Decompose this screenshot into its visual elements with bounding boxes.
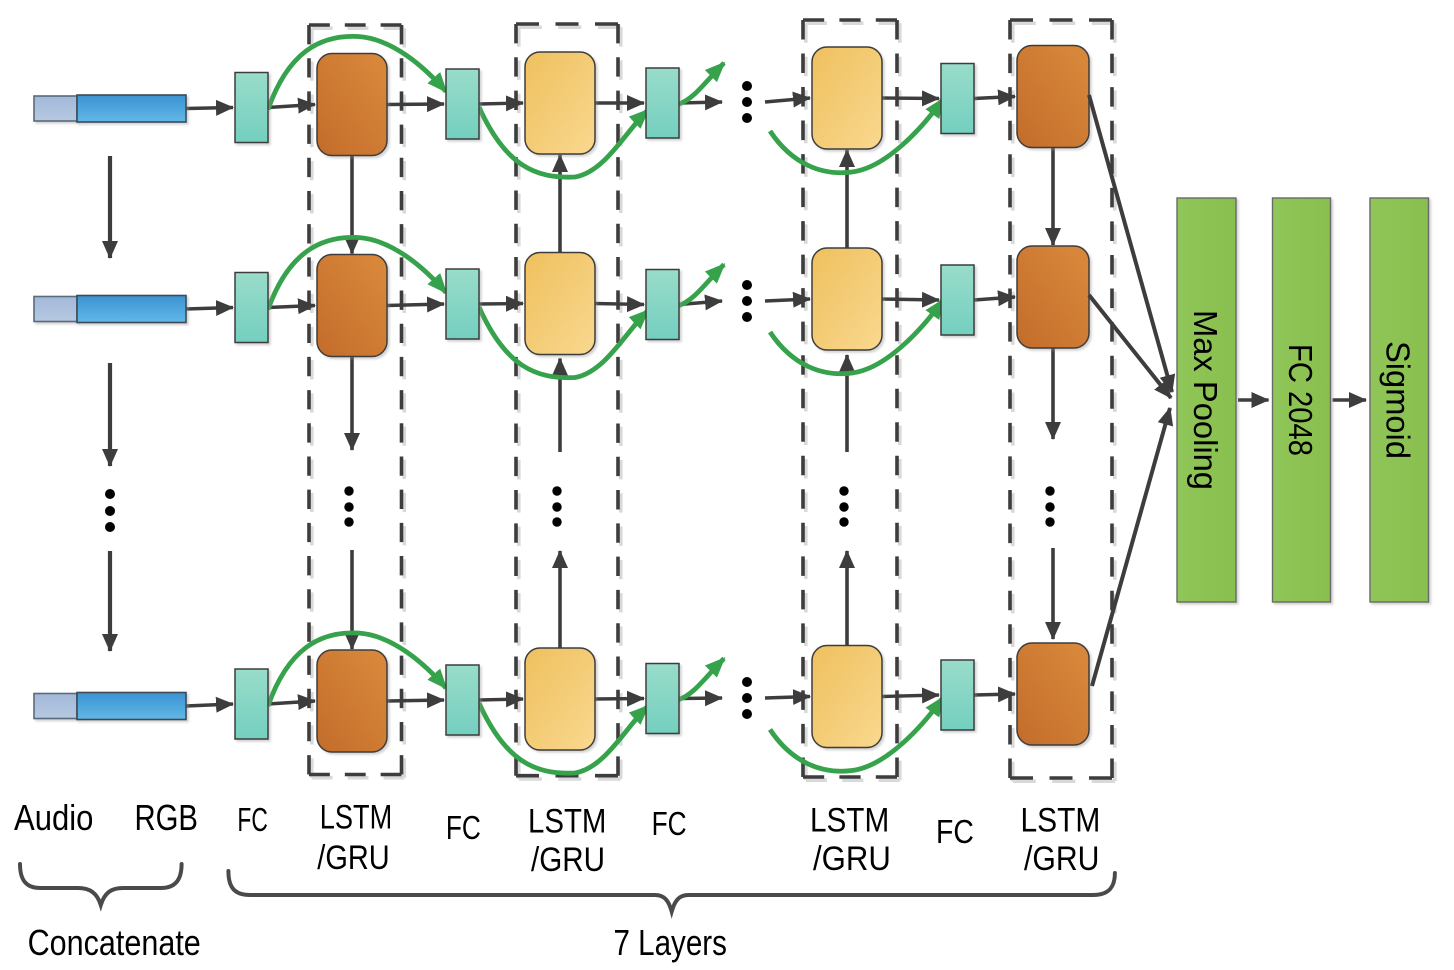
svg-text:LSTM: LSTM bbox=[528, 803, 606, 841]
svg-text:/GRU: /GRU bbox=[531, 841, 605, 879]
svg-text:Concatenate: Concatenate bbox=[28, 922, 201, 963]
svg-text:/GRU: /GRU bbox=[1024, 840, 1099, 878]
svg-text:FC: FC bbox=[652, 805, 687, 842]
svg-text:FC 2048: FC 2048 bbox=[1282, 344, 1319, 456]
svg-text:7 Layers: 7 Layers bbox=[614, 922, 727, 963]
svg-text:FC: FC bbox=[237, 801, 267, 838]
svg-text:LSTM: LSTM bbox=[810, 802, 889, 840]
svg-text:FC: FC bbox=[936, 813, 974, 850]
svg-text:Audio: Audio bbox=[14, 797, 93, 838]
svg-text:Sigmoid: Sigmoid bbox=[1380, 341, 1417, 459]
svg-text:FC: FC bbox=[446, 809, 481, 846]
svg-text:RGB: RGB bbox=[134, 797, 198, 838]
svg-text:LSTM: LSTM bbox=[320, 799, 392, 837]
svg-text:/GRU: /GRU bbox=[317, 839, 389, 877]
svg-text:LSTM: LSTM bbox=[1020, 802, 1100, 840]
svg-text:Max Pooling: Max Pooling bbox=[1187, 310, 1224, 490]
svg-text:/GRU: /GRU bbox=[813, 840, 891, 878]
